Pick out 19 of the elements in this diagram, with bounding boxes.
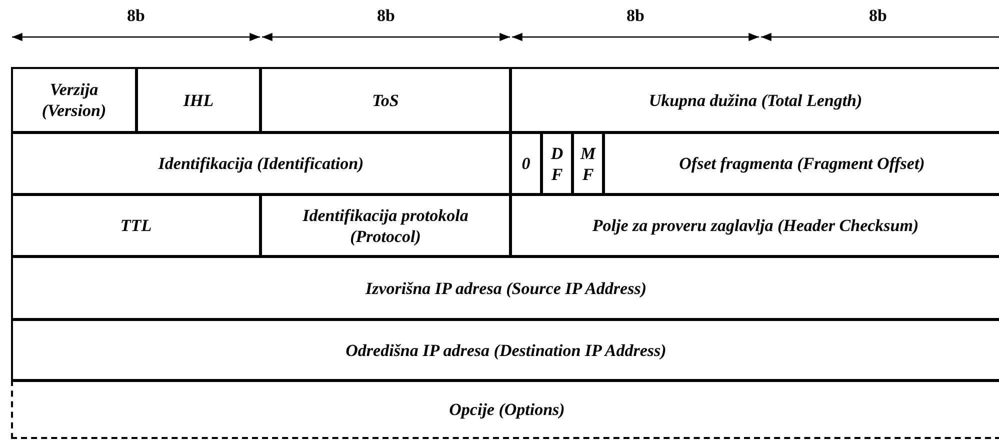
- header-field-cell: ToS: [260, 67, 511, 133]
- header-field-cell: TTL: [11, 194, 261, 257]
- header-field-cell: Izvorišna IP adresa (Source IP Address): [11, 256, 999, 320]
- header-field-cell: Odredišna IP adresa (Destination IP Address): [11, 319, 999, 381]
- bit-width-label: 8b: [376, 6, 396, 26]
- header-field-cell: Verzija (Version): [11, 67, 137, 133]
- header-field-cell: D F: [541, 132, 573, 195]
- header-field-cell: M F: [572, 132, 604, 195]
- header-field-cell: Identifikacija protokola (Protocol): [260, 194, 511, 257]
- header-field-cell: Identifikacija (Identification): [11, 132, 511, 195]
- header-field-cell: Ofset fragmenta (Fragment Offset): [603, 132, 999, 195]
- bit-width-label: 8b: [868, 6, 888, 26]
- bit-width-label: 8b: [626, 6, 646, 26]
- header-field-cell: Ukupna dužina (Total Length): [510, 67, 999, 133]
- header-field-cell: 0: [510, 132, 542, 195]
- header-field-cell: IHL: [136, 67, 261, 133]
- header-field-cell: Opcije (Options): [11, 380, 999, 439]
- header-field-cell: Polje za proveru zaglavlja (Header Checksum): [510, 194, 999, 257]
- bit-width-label: 8b: [126, 6, 146, 26]
